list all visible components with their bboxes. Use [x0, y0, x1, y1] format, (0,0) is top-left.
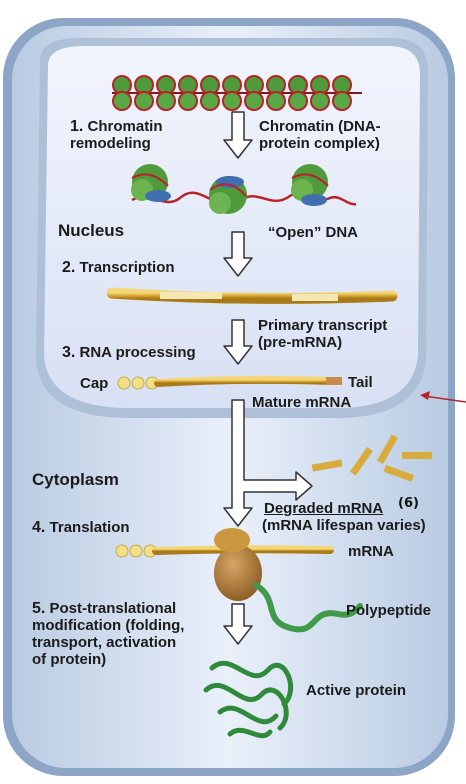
degraded-mrna-fragments [311, 434, 432, 482]
annotation-arrow [420, 391, 466, 403]
handwritten-note: (6) [398, 496, 419, 511]
export-arrow [223, 399, 313, 527]
step-arrow-3 [223, 319, 253, 365]
step-arrow-1 [223, 111, 253, 159]
step-arrow-2 [223, 231, 253, 277]
chromatin-bead [178, 91, 198, 111]
step-5-label: 5. Post-translational modification (fold… [32, 600, 185, 668]
degraded-mrna-label: Degraded mRNA [264, 500, 384, 517]
chromatin-bead [134, 91, 154, 111]
chromatin-bead [112, 91, 132, 111]
mrna-label: mRNA [348, 543, 394, 560]
step-2-label: 2. Transcription [62, 259, 175, 276]
open-chromatin [131, 164, 357, 214]
nucleus-label: Nucleus [58, 221, 125, 240]
active-protein [203, 660, 294, 739]
tail-label: Tail [348, 374, 373, 391]
chromatin-bead [288, 91, 308, 111]
nuclear-envelope [36, 38, 428, 419]
active-protein-label: Active protein [306, 682, 407, 699]
chromatin-bead [156, 91, 176, 111]
chromatin-label: Chromatin (DNA-protein complex) [259, 118, 381, 152]
nucleosome [209, 176, 247, 214]
polypeptide-chain [253, 582, 363, 633]
dna-strand-transcription [106, 287, 398, 304]
condensed-chromatin [112, 75, 362, 111]
open-dna-label: “Open” DNA [268, 224, 358, 241]
cap-label: Cap [80, 375, 109, 392]
translation-complex [115, 528, 363, 633]
polypeptide-label: Polypeptide [346, 602, 432, 619]
chromatin-bead [266, 91, 286, 111]
chromatin-bead [332, 91, 352, 111]
cytoplasm-label: Cytoplasm [32, 470, 119, 489]
step-1-label: 1. Chromatin remodeling [70, 118, 163, 152]
ribosome-small-subunit [214, 528, 250, 552]
ribosome [214, 545, 262, 601]
chromatin-bead [222, 91, 242, 111]
primary-transcript-label: Primary transcript(pre-mRNA) [258, 317, 388, 351]
chromatin-bead [200, 91, 220, 111]
chromatin-bead [244, 91, 264, 111]
chromatin-bead [310, 91, 330, 111]
nucleosome [131, 164, 171, 202]
mature-mrna-label: Mature mRNA [252, 394, 352, 411]
step-arrow-5 [223, 603, 253, 645]
mature-mrna-nucleus [117, 375, 342, 390]
step-4-label: 4. Translation [32, 519, 130, 536]
nucleosome [291, 164, 329, 206]
mrna-lifespan-label: (mRNA lifespan varies) [262, 517, 426, 534]
step-3-label: 3. RNA processing [62, 344, 196, 361]
